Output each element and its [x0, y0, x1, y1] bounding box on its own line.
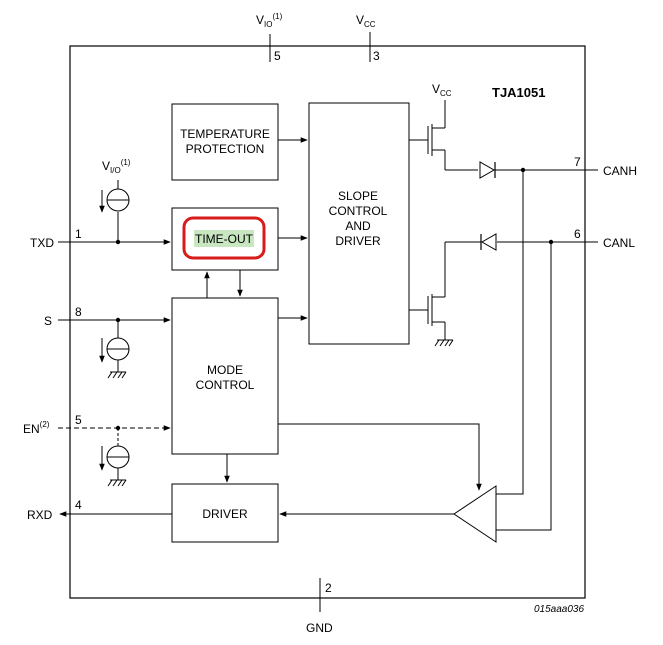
en-label: EN(2): [23, 420, 50, 436]
mode-line2: CONTROL: [196, 378, 255, 392]
s-ground-icon: [107, 371, 127, 379]
canh-pin-number: 7: [574, 155, 581, 169]
receiver-comparator: [453, 485, 497, 543]
txd-pin-number: 1: [75, 227, 82, 241]
rxd-driver-label: DRIVER: [202, 507, 248, 521]
slope-line1: SLOPE: [338, 189, 378, 203]
canl-to-comparator: [496, 242, 552, 531]
gnd-pin-number: 2: [325, 581, 332, 595]
rxd-pin-number: 4: [75, 498, 82, 512]
inner-vcc-label: VCC: [432, 82, 452, 98]
canh-diode-icon: [479, 161, 496, 179]
timeout-highlight: [182, 216, 266, 260]
rxd-driver-block: [171, 483, 279, 543]
en-ground-icon: [107, 479, 127, 487]
temperature-line2: PROTECTION: [186, 142, 265, 156]
timeout-label: TIME-OUT: [195, 232, 254, 246]
mode-control-block: [171, 297, 279, 455]
figure-reference: 015aaa036: [534, 604, 584, 615]
transistor-ground-icon: [434, 339, 454, 347]
canl-label: CANL: [603, 236, 635, 250]
vcc-pin-number: 3: [373, 49, 380, 63]
en-pin-number: 5: [75, 413, 82, 427]
canl-pin-number: 6: [574, 227, 581, 241]
mode-line1: MODE: [207, 363, 243, 377]
gnd-label: GND: [306, 621, 333, 635]
canh-transistor-icon: [409, 100, 446, 170]
vcc-pin-label: VCC: [356, 13, 376, 29]
s-label: S: [44, 314, 52, 328]
chip-title: TJA1051: [492, 85, 545, 100]
timeout-label-bg: [194, 230, 254, 247]
temperature-protection-block: [171, 103, 279, 181]
rxd-label: RXD: [27, 508, 53, 522]
canl-diode-icon: [480, 233, 497, 251]
txd-label: TXD: [30, 236, 54, 250]
slope-control-block: [308, 102, 410, 345]
temperature-line1: TEMPERATURE: [180, 127, 270, 141]
s-pin-number: 8: [75, 305, 82, 319]
vio-pin-number: 5: [274, 49, 281, 63]
slope-line2: CONTROL: [329, 204, 388, 218]
chip-outline: [69, 45, 586, 599]
canh-label: CANH: [603, 164, 637, 178]
slope-line3: AND: [345, 219, 371, 233]
vio-pin-label: VIO(1): [256, 12, 283, 29]
mode-to-comparator-arrow: [278, 423, 482, 491]
inner-vio-label: VI/O(1): [102, 158, 131, 175]
slope-line4: DRIVER: [335, 234, 381, 248]
canl-transistor-icon: [409, 242, 446, 340]
canh-to-comparator: [496, 170, 524, 495]
